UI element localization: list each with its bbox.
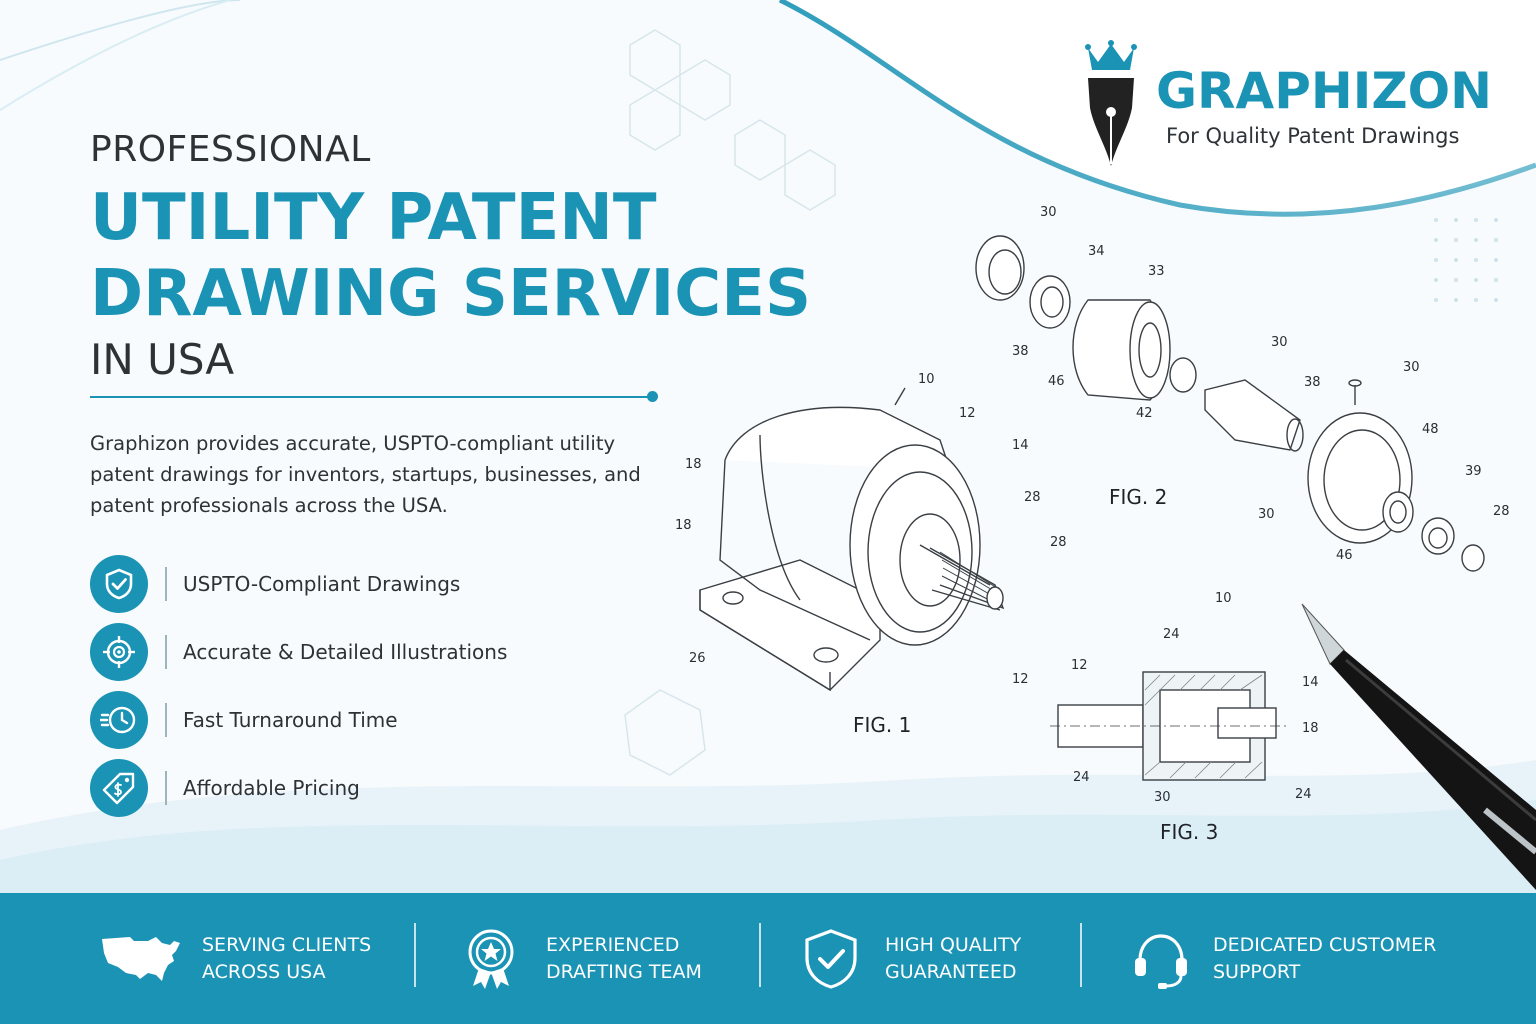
fig-2-ref: 38 [1304,375,1321,390]
feature-badge [90,555,148,613]
footer-separator [414,923,416,987]
fig-3-ref: 24 [1163,627,1180,642]
fig-1-ref: 10 [918,372,935,387]
fig-2-ref: 42 [1136,406,1153,421]
footer-item-text: EXPERIENCED DRAFTING TEAM [546,932,702,986]
fig-2-ref: 48 [1422,422,1439,437]
shield-check-icon [105,568,133,600]
fig-1-ref: 12 [959,406,976,421]
fig-2-ref: 38 [1012,344,1029,359]
footer-item-line-1: SERVING CLIENTS [202,933,372,956]
footer-item-text: DEDICATED CUSTOMER SUPPORT [1213,932,1436,986]
headset-icon [1135,933,1187,989]
footer-item-line-2: GUARANTEED [885,960,1017,983]
fig-2-ref: 30 [1258,507,1275,522]
headline-divider-dot [647,391,658,402]
fig-2-ref: 33 [1148,264,1165,279]
usa-map-icon [102,936,180,981]
feature-label: Fast Turnaround Time [183,708,398,732]
fig-2-ref: 34 [1088,244,1105,259]
feature-badge [90,759,148,817]
feature-separator [165,771,167,805]
footer-item-line-2: ACROSS USA [202,960,326,983]
footer-item: HIGH QUALITY GUARANTEED [803,893,1021,1024]
headline: PROFESSIONAL UTILITY PATENT DRAWING SERV… [90,128,812,386]
headline-prefix: PROFESSIONAL [90,129,371,170]
fig-1-ref: 26 [689,651,706,666]
shield-check-icon [805,928,857,989]
brand-name: GRAPHIZON [1156,62,1492,120]
feature-item: Accurate & Detailed Illustrations [90,618,610,686]
fig-2-ref: 30 [1271,335,1288,350]
feature-badge [90,623,148,681]
fig-1-drawing [699,387,1005,692]
fig-3-ref: 10 [1215,591,1232,606]
footer-item: SERVING CLIENTS ACROSS USA [100,893,371,1024]
fig-3-ref: 30 [1154,790,1171,805]
fig-3-ref: 12 [1071,658,1088,673]
fig-1-ref: 18 [675,518,692,533]
footer-separator [759,923,761,987]
fig-2-ref: 46 [1336,548,1353,563]
footer-item: DEDICATED CUSTOMER SUPPORT [1130,893,1436,1024]
footer-item: EXPERIENCED DRAFTING TEAM [465,893,702,1024]
fig-3-ref: 18 [1302,721,1319,736]
fig-1-ref: 18 [685,457,702,472]
fig-1-ref: 28 [1024,490,1041,505]
feature-item: USPTO-Compliant Drawings [90,550,610,618]
fig-3-ref: 24 [1073,770,1090,785]
fast-clock-icon [100,706,136,734]
fig-2-ref: 30 [1040,205,1057,220]
fig-2-ref: 46 [1048,374,1065,389]
feature-list: USPTO-Compliant Drawings Accurate & Deta… [90,550,610,822]
fig-3-label: FIG. 3 [1160,820,1219,844]
feature-item: Affordable Pricing [90,754,610,822]
headline-suffix: IN USA [90,335,235,384]
fig-2-drawing [975,235,1485,572]
target-crosshair-icon [103,636,135,668]
feature-label: Accurate & Detailed Illustrations [183,640,508,664]
feature-label: USPTO-Compliant Drawings [183,572,461,596]
footer-item-line-1: HIGH QUALITY [885,933,1022,956]
footer-item-text: HIGH QUALITY GUARANTEED [885,932,1021,986]
headline-divider [90,396,652,398]
fig-3-ref: 12 [1012,672,1029,687]
headline-main-line-2: DRAWING SERVICES [90,257,812,331]
fig-2-label: FIG. 2 [1109,485,1168,509]
footer-separator [1080,923,1082,987]
feature-badge [90,691,148,749]
footer-bar [0,893,1536,1024]
fig-2-ref: 39 [1465,464,1482,479]
price-tag-icon [102,772,135,805]
fig-1-ref: 28 [1050,535,1067,550]
intro-paragraph: Graphizon provides accurate, USPTO-compl… [90,432,641,517]
footer-item-line-1: DEDICATED CUSTOMER [1213,933,1437,956]
crowned-fountain-pen-nib-icon [1085,40,1137,166]
footer-item-line-2: SUPPORT [1213,960,1301,983]
brand-tagline: For Quality Patent Drawings [1166,124,1460,148]
fig-1-label: FIG. 1 [853,713,912,737]
fig-1-ref: 14 [1012,438,1029,453]
fig-2-ref: 30 [1403,360,1420,375]
feature-separator [165,567,167,601]
headline-main-line-1: UTILITY PATENT [90,181,657,255]
fig-3-ref: 24 [1295,787,1312,802]
brand-logo[interactable]: GRAPHIZON For Quality Patent Drawings [1080,38,1510,168]
footer-item-text: SERVING CLIENTS ACROSS USA [202,932,371,986]
footer-item-line-2: DRAFTING TEAM [546,960,702,983]
fig-2-ref: 28 [1493,504,1510,519]
feature-separator [165,703,167,737]
feature-label: Affordable Pricing [183,776,360,800]
award-badge-icon [468,929,514,989]
feature-separator [165,635,167,669]
fig-3-ref: 14 [1302,675,1319,690]
feature-item: Fast Turnaround Time [90,686,610,754]
fig-3-drawing [1050,671,1290,781]
pen-illustration [1301,603,1536,890]
footer-item-line-1: EXPERIENCED [546,933,680,956]
